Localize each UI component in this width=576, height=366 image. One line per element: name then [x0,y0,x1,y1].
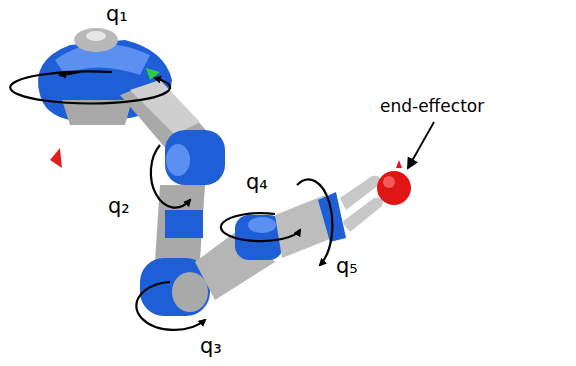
joint-label: q₂ [108,196,130,217]
joint-label: q₁ [106,4,128,25]
joint-label: q₄ [246,172,268,193]
joint-label: q₃ [200,336,222,357]
callout-label: end-effector [380,98,484,115]
joint-label: q₅ [336,256,358,277]
